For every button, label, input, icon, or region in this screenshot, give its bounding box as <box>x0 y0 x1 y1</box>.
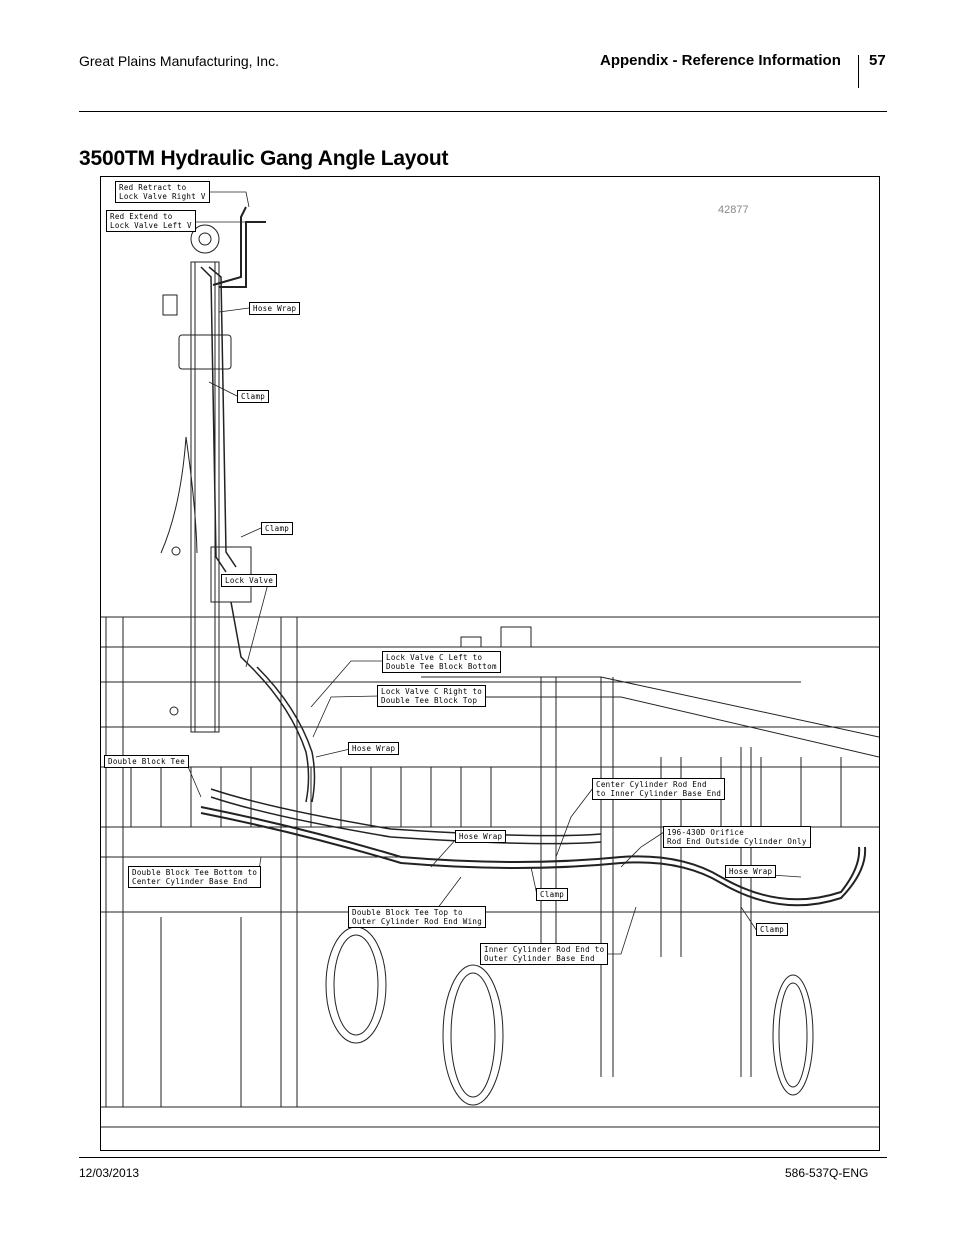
callout-line: Double Block Tee <box>108 757 186 766</box>
callout-line: Outer Cylinder Base End <box>484 954 595 963</box>
callout-line: Hose Wrap <box>352 744 396 753</box>
callout-line: Clamp <box>760 925 785 934</box>
callout-hose-wrap: Hose Wrap <box>348 742 400 755</box>
callout-line: Lock Valve Right V <box>119 192 206 201</box>
callout-line: Inner Cylinder Rod End to <box>484 945 605 954</box>
callout-line: Double Block Tee Top to <box>352 908 463 917</box>
callout-hose-wrap: Hose Wrap <box>725 865 777 878</box>
callout-line: Hose Wrap <box>459 832 503 841</box>
callout-line: Double Block Tee Bottom to <box>132 868 258 877</box>
callout-line: Center Cylinder Rod End <box>596 780 707 789</box>
callout-line: Lock Valve Left V <box>110 221 192 230</box>
callout-line: Lock Valve C Left to <box>386 653 483 662</box>
callout-line: Clamp <box>241 392 266 401</box>
header-rule <box>79 111 887 112</box>
callout-line: Outer Cylinder Rod End Wing <box>352 917 483 926</box>
callout-double-block-tee-bottom: Double Block Tee Bottom to Center Cylind… <box>128 866 262 888</box>
callout-red-extend: Red Extend to Lock Valve Left V <box>106 210 196 232</box>
footer-rule <box>79 1157 887 1158</box>
callout-line: Center Cylinder Base End <box>132 877 248 886</box>
callout-lock-valve-c-right: Lock Valve C Right to Double Tee Block T… <box>377 685 487 707</box>
callout-hose-wrap: Hose Wrap <box>455 830 507 843</box>
header-divider <box>858 55 859 88</box>
header-section: Appendix - Reference Information <box>600 52 841 69</box>
callout-line: Red Extend to <box>110 212 173 221</box>
callout-center-cylinder-rod: Center Cylinder Rod End to Inner Cylinde… <box>592 778 726 800</box>
callout-orifice: 196-430D Orifice Rod End Outside Cylinde… <box>663 826 811 848</box>
callout-line: Lock Valve <box>225 576 274 585</box>
page-title: 3500TM Hydraulic Gang Angle Layout <box>79 147 449 170</box>
callout-clamp: Clamp <box>756 923 789 936</box>
callout-line: to Inner Cylinder Base End <box>596 789 722 798</box>
callout-line: Hose Wrap <box>253 304 297 313</box>
callout-line: Lock Valve C Right to <box>381 687 483 696</box>
callout-line: Hose Wrap <box>729 867 773 876</box>
callout-clamp: Clamp <box>237 390 270 403</box>
callout-line: Clamp <box>265 524 290 533</box>
hydraulic-layout-figure: 42877 Red Retract to Lock Valve Right V … <box>100 176 880 1151</box>
callout-line: Double Tee Block Top <box>381 696 478 705</box>
footer-date: 12/03/2013 <box>79 1166 140 1180</box>
header-company: Great Plains Manufacturing, Inc. <box>79 53 279 69</box>
callout-clamp: Clamp <box>261 522 294 535</box>
callout-line: 196-430D Orifice <box>667 828 745 837</box>
callout-line: Rod End Outside Cylinder Only <box>667 837 807 846</box>
callout-line: Red Retract to <box>119 183 187 192</box>
callout-red-retract: Red Retract to Lock Valve Right V <box>115 181 210 203</box>
footer-doc-number: 586-537Q-ENG <box>785 1166 869 1180</box>
callout-clamp: Clamp <box>536 888 569 901</box>
callout-line: Clamp <box>540 890 565 899</box>
page-number: 57 <box>869 52 886 69</box>
callout-lock-valve-c-left: Lock Valve C Left to Double Tee Block Bo… <box>382 651 501 673</box>
callout-line: Double Tee Block Bottom <box>386 662 497 671</box>
callout-lock-valve: Lock Valve <box>221 574 278 587</box>
callout-double-block-tee-top: Double Block Tee Top to Outer Cylinder R… <box>348 906 487 928</box>
callout-inner-cylinder-rod: Inner Cylinder Rod End to Outer Cylinder… <box>480 943 609 965</box>
figure-number: 42877 <box>718 204 749 216</box>
callout-hose-wrap: Hose Wrap <box>249 302 301 315</box>
callout-double-block-tee: Double Block Tee <box>104 755 190 768</box>
